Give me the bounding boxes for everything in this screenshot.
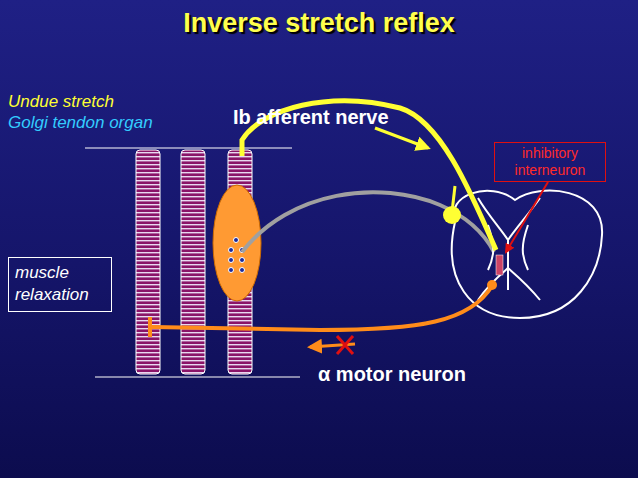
signal-arrow — [375, 128, 428, 148]
spinal-cord-outline — [452, 191, 602, 318]
block-cross — [337, 336, 353, 354]
afferent-cell-body — [443, 206, 461, 224]
node-text-group: inhibitory interneuron — [499, 145, 601, 179]
nerve-name: Ib afferent nerve — [233, 106, 389, 129]
alpha-motor-axon — [152, 286, 492, 330]
node-label: muscle relaxation — [15, 262, 105, 306]
slide-title: Inverse stretch reflex — [0, 8, 638, 39]
receptor-name: Golgi tendon organ — [8, 113, 153, 133]
receptor-dots — [229, 238, 245, 273]
muscle-fiber — [181, 150, 205, 374]
muscle-relaxation-box: muscle relaxation — [8, 257, 112, 312]
tendon-line — [95, 377, 300, 378]
interneuron-callout-box: inhibitory interneuron — [494, 142, 606, 182]
neuron-name: α motor neuron — [318, 363, 466, 386]
tendon-line — [85, 148, 292, 149]
gray-matter — [478, 198, 540, 300]
pointer-arrow — [506, 182, 548, 252]
motor-end-plate — [148, 317, 152, 337]
interneuron — [496, 255, 503, 275]
motor-cell-body — [487, 280, 497, 290]
node-label: inhibitory interneuron — [499, 145, 601, 179]
stimulus-note: Undue stretch — [8, 92, 114, 112]
golgi-tendon-organ — [213, 185, 261, 301]
node-text-group: muscle relaxation — [15, 262, 105, 306]
muscle-fiber — [136, 150, 160, 374]
gray-nerve — [242, 192, 494, 252]
